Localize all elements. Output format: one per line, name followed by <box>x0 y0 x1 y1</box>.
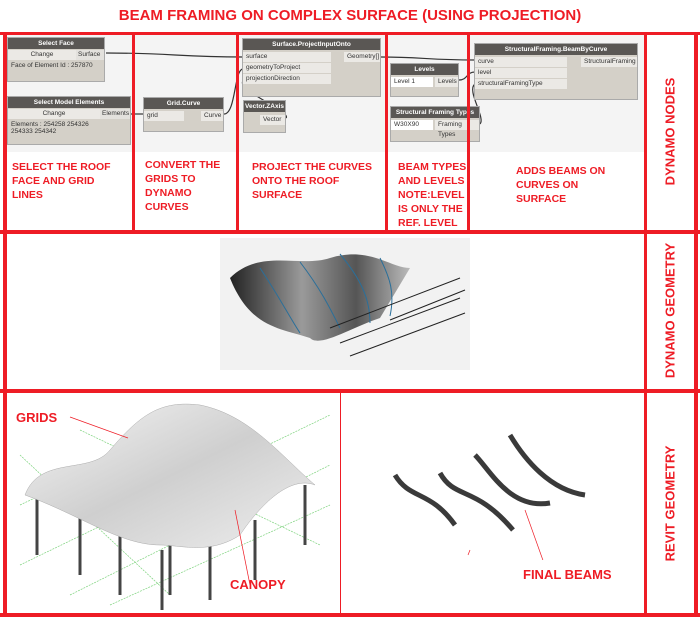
vector-zaxis-node[interactable]: Vector.ZAxis Vector <box>243 100 286 133</box>
divider <box>644 32 647 617</box>
node-title: Surface.ProjectInputOnto <box>243 39 380 50</box>
input-port[interactable]: structuralFramingType <box>475 79 567 89</box>
output-port[interactable]: Framing Types <box>435 120 479 138</box>
surface-project-input-onto-node[interactable]: Surface.ProjectInputOnto surface geometr… <box>242 38 381 97</box>
input-port[interactable]: projectionDirection <box>243 74 331 84</box>
output-port[interactable]: Vector <box>260 115 285 125</box>
callout-final-beams: FINAL BEAMS <box>523 567 612 582</box>
section-label-geometry: DYNAMO GEOMETRY <box>662 242 678 379</box>
structural-framing-types-node[interactable]: Structural Framing Types W30X90 Framing … <box>390 106 480 142</box>
input-port[interactable]: grid <box>144 111 184 121</box>
levels-node[interactable]: Levels Level 1 Levels <box>390 63 459 97</box>
divider <box>132 32 135 232</box>
step-label: ADDS BEAMS ON CURVES ON SURFACE <box>516 165 606 205</box>
grid-curve-node[interactable]: Grid.Curve grid Curve <box>143 97 224 132</box>
node-title: Grid.Curve <box>144 98 223 109</box>
divider <box>340 393 341 617</box>
step-label: PROJECT THE CURVES ONTO THE ROOF SURFACE <box>252 161 372 201</box>
divider <box>694 32 698 617</box>
callout-canopy: CANOPY <box>230 577 286 592</box>
divider <box>0 389 700 393</box>
change-button[interactable]: Change <box>8 50 76 60</box>
divider <box>0 230 700 234</box>
node-title: Levels <box>391 64 458 75</box>
node-title: Select Face <box>8 38 104 49</box>
output-port[interactable]: Levels <box>435 77 458 87</box>
dynamo-geometry-preview <box>220 238 470 370</box>
section-label-nodes: DYNAMO NODES <box>662 77 678 186</box>
divider <box>467 32 470 232</box>
divider <box>0 32 700 35</box>
output-port[interactable]: Elements <box>100 109 130 119</box>
divider <box>236 32 239 232</box>
select-face-node[interactable]: Select Face Change Surface Face of Eleme… <box>7 37 105 82</box>
divider <box>385 32 388 232</box>
input-port[interactable]: curve <box>475 57 567 67</box>
select-model-elements-node[interactable]: Select Model Elements Change Elements El… <box>7 96 131 145</box>
revit-beams-view <box>392 433 586 560</box>
output-port[interactable]: Curve <box>201 111 223 121</box>
output-port[interactable]: Geometry[] <box>344 52 380 62</box>
divider <box>0 613 700 617</box>
input-port[interactable]: surface <box>243 52 331 62</box>
output-port[interactable]: Surface <box>76 50 104 60</box>
framing-type-dropdown[interactable]: W30X90 <box>391 120 433 130</box>
beam-by-curve-node[interactable]: StructuralFraming.BeamByCurve curve leve… <box>474 43 638 100</box>
step-label: BEAM TYPES AND LEVELS NOTE:LEVEL IS ONLY… <box>398 161 467 229</box>
input-port[interactable]: level <box>475 68 567 78</box>
revit-canopy-view <box>19 403 331 610</box>
node-title: Select Model Elements <box>8 97 130 108</box>
node-info: Elements : 254258 254326 254333 254342 <box>11 121 89 135</box>
callout-grids: GRIDS <box>16 410 58 425</box>
input-port[interactable]: geometryToProject <box>243 63 331 73</box>
node-title: Structural Framing Types <box>391 107 479 118</box>
node-info: Face of Element Id : 257870 <box>11 62 93 69</box>
node-title: StructuralFraming.BeamByCurve <box>475 44 637 55</box>
page-title: BEAM FRAMING ON COMPLEX SURFACE (USING P… <box>118 7 582 24</box>
change-button[interactable]: Change <box>8 109 100 119</box>
node-title: Vector.ZAxis <box>244 101 285 112</box>
step-label: CONVERT THE GRIDS TO DYNAMO CURVES <box>145 159 221 213</box>
divider <box>3 32 7 617</box>
step-label: SELECT THE ROOF FACE AND GRID LINES <box>12 161 111 201</box>
level-dropdown[interactable]: Level 1 <box>391 77 433 87</box>
output-port[interactable]: StructuralFraming <box>581 57 637 67</box>
section-label-revit: REVIT GEOMETRY <box>662 445 678 562</box>
